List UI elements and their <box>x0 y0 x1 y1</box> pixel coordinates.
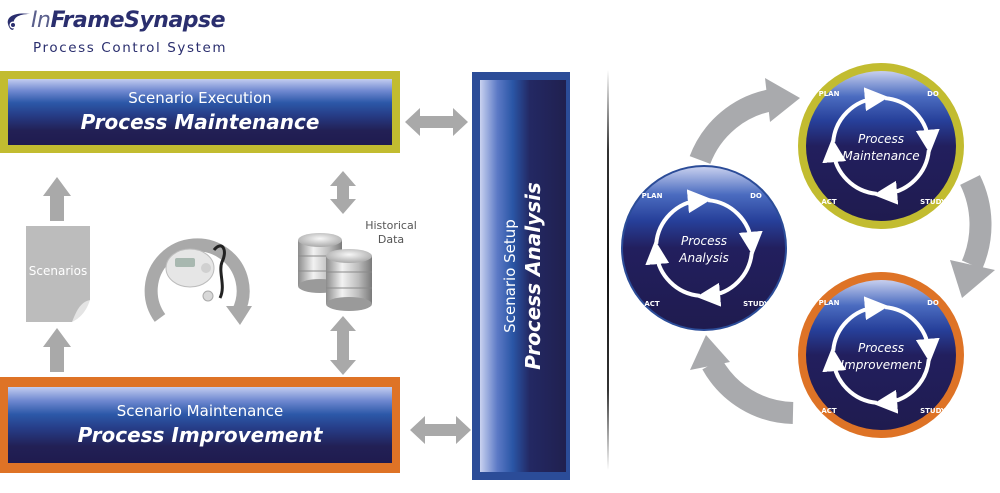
pdsa-arrow-icon <box>831 87 889 143</box>
logo: InFrameSynapse Process Control System <box>4 8 244 60</box>
process-analysis-box: Scenario Setup Process Analysis <box>472 72 570 480</box>
logo-name-prefix: In <box>31 8 51 33</box>
pdsa-arrow-icon <box>696 251 754 307</box>
document-icon <box>26 226 90 322</box>
pdsa-label-do: DO <box>750 192 762 200</box>
pdsa-label-plan: PLAN <box>819 299 840 307</box>
stopwatch-icon <box>165 244 226 302</box>
pdsa-arrow-icon <box>822 347 878 405</box>
cycle-arrow-analysis-to-maintenance <box>689 78 800 165</box>
pdsa-arrow-icon <box>873 358 931 414</box>
pdsa-label-study: STUDY <box>920 407 947 415</box>
pdsa-arrow-icon <box>645 240 701 298</box>
pdsa-label-act: ACT <box>821 198 837 206</box>
cycle-arrow-icon <box>144 238 252 325</box>
historical-data-label: Historical Data <box>356 219 426 247</box>
left-diagram-graphics <box>26 108 471 444</box>
historical-data-line1: Historical <box>365 219 417 232</box>
pdsa-label-study: STUDY <box>743 300 770 308</box>
pdsa-label-do: DO <box>927 90 939 98</box>
synapse-swoosh-icon <box>7 13 30 30</box>
pdsa-label-act: ACT <box>644 300 660 308</box>
box-subtitle: Scenario Maintenance <box>116 402 284 420</box>
pdsa-arrow-icon <box>822 138 878 196</box>
historical-data-line2: Data <box>377 233 405 246</box>
logo-name-suffix: Synapse <box>124 8 226 33</box>
up-arrow-icon <box>43 177 71 221</box>
circle-title-line2: Maintenance <box>842 149 919 163</box>
process-improvement-box: Scenario Maintenance Process Improvement <box>0 377 400 473</box>
pdsa-arrow-icon <box>707 198 763 256</box>
cycle-arrow-maintenance-to-improvement <box>950 175 995 298</box>
database-icon <box>298 233 372 311</box>
box-title: Process Maintenance <box>80 110 320 134</box>
pdsa-arrow-icon <box>884 96 940 154</box>
double-arrow-icon <box>405 108 468 136</box>
pdsa-label-do: DO <box>927 299 939 307</box>
process-maintenance-box: Scenario Execution Process Maintenance <box>0 71 400 153</box>
scenarios-label: Scenarios <box>28 264 88 278</box>
double-arrow-icon <box>330 171 356 214</box>
circle-title-line2: Analysis <box>678 251 728 265</box>
pdsa-label-act: ACT <box>821 407 837 415</box>
pdsa-arrow-icon <box>884 305 940 363</box>
double-arrow-icon <box>410 416 471 444</box>
pdsa-arrow-icon <box>654 189 712 245</box>
logo-name: InFrameSynapse <box>31 8 226 33</box>
logo-subtitle: Process Control System <box>33 40 228 56</box>
pdsa-arrow-icon <box>831 296 889 352</box>
circle-title-line1: Process <box>681 234 727 248</box>
section-divider <box>607 70 609 470</box>
cycle-arrow-improvement-to-analysis <box>690 335 794 424</box>
box-title: Process Improvement <box>77 423 323 447</box>
circle-title-line1: Process <box>858 341 904 355</box>
pdsa-label-plan: PLAN <box>819 90 840 98</box>
circle-title-line2: Improvement <box>841 358 923 372</box>
circle-title-line1: Process <box>858 132 904 146</box>
up-arrow-icon <box>43 328 71 372</box>
box-subtitle: Scenario Execution <box>128 89 272 107</box>
pdsa-arrow-icon <box>873 149 931 205</box>
logo-name-mid: Frame <box>50 8 125 33</box>
pdsa-label-plan: PLAN <box>642 192 663 200</box>
double-arrow-icon <box>330 316 356 375</box>
pdsa-label-study: STUDY <box>920 198 947 206</box>
